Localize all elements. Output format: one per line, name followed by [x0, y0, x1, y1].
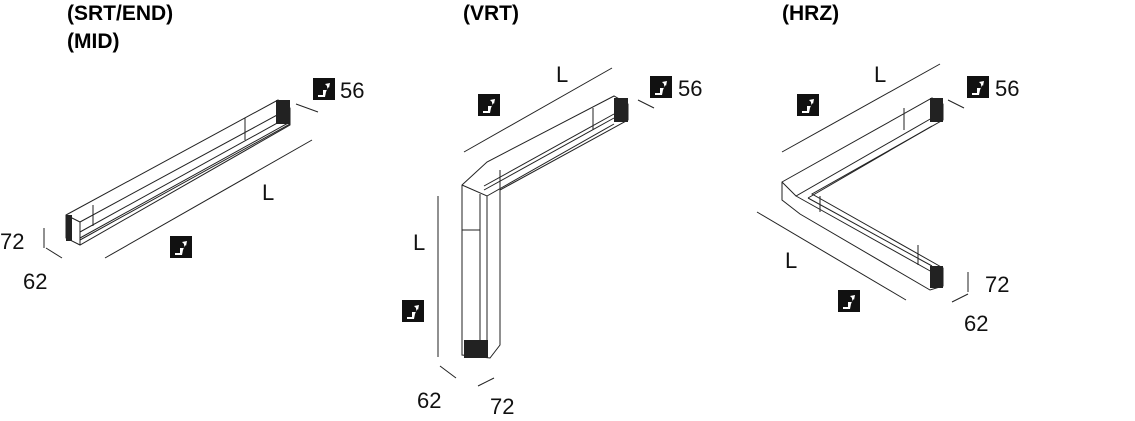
- dim-depth: 62: [964, 311, 988, 336]
- title-vrt: (VRT): [463, 2, 519, 25]
- dim-line-top: [295, 103, 319, 113]
- vertical-corner-profile: [461, 95, 629, 359]
- dim-line-height: [477, 377, 495, 387]
- title-mid: (MID): [67, 30, 119, 53]
- light-emission-icon: [838, 290, 860, 312]
- view-hrz: (HRZ) L L 72 62 56: [756, 2, 1019, 336]
- title-srt-end: (SRT/END): [67, 2, 173, 25]
- dim-length-top: L: [874, 62, 886, 87]
- dim-height: 72: [0, 229, 24, 254]
- dim-line-depth: [951, 293, 969, 303]
- dim-line-width: [45, 247, 63, 259]
- view-vrt: (VRT) L L 62 72 56: [402, 2, 702, 419]
- light-emission-icon: [797, 94, 819, 116]
- light-emission-icon: [967, 76, 989, 98]
- dim-line-depth: [439, 365, 457, 379]
- horizontal-corner-profile: [781, 97, 944, 291]
- dim-top: 56: [995, 76, 1019, 101]
- dim-line-length-top: [463, 67, 613, 153]
- dim-top: 56: [340, 78, 364, 103]
- dim-line-length-top: [781, 63, 941, 153]
- light-emission-icon: [170, 236, 192, 258]
- dim-height: 72: [490, 394, 514, 419]
- dim-top: 56: [678, 76, 702, 101]
- title-hrz: (HRZ): [782, 2, 839, 25]
- light-emission-icon: [478, 94, 500, 116]
- view-srt-end-mid: (SRT/END) (MID) L 72 62 56: [0, 2, 364, 294]
- light-emission-icon: [402, 300, 424, 322]
- dim-length-top: L: [556, 62, 568, 87]
- dim-width: 62: [23, 269, 47, 294]
- dim-depth: 62: [417, 388, 441, 413]
- dim-height: 72: [985, 272, 1009, 297]
- light-emission-icon: [313, 78, 335, 100]
- dim-line-length: [104, 139, 313, 259]
- dim-length-bottom: L: [785, 248, 797, 273]
- straight-profile: [65, 99, 291, 246]
- dim-length: L: [262, 180, 274, 205]
- dim-line-top: [637, 99, 655, 109]
- light-emission-icon: [650, 76, 672, 98]
- dim-line-length-bottom: [756, 211, 907, 301]
- dim-length-side: L: [413, 230, 425, 255]
- dim-line-top: [947, 99, 965, 109]
